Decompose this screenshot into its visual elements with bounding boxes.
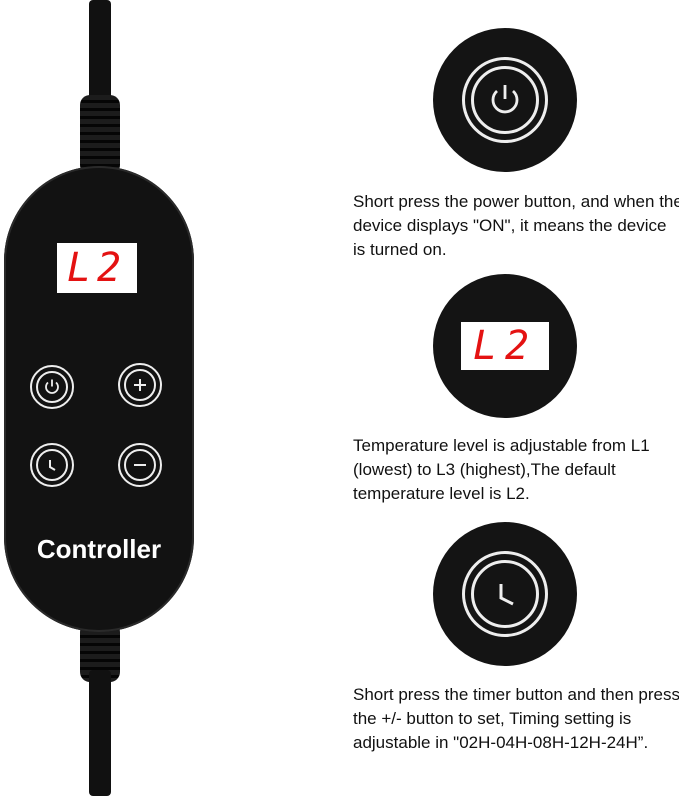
minus-icon (124, 449, 156, 481)
temperature-description: Temperature level is adjustable from L1 … (353, 436, 650, 503)
minus-button[interactable] (118, 443, 162, 487)
power-button[interactable] (30, 365, 74, 409)
power-icon (36, 371, 68, 403)
plus-button[interactable] (118, 363, 162, 407)
timer-callout (433, 522, 577, 666)
timer-button[interactable] (30, 443, 74, 487)
cable-bottom (89, 670, 111, 796)
clock-icon (471, 560, 539, 628)
cable-strain-relief-bottom (80, 622, 120, 682)
controller-label: Controller (36, 534, 162, 564)
plus-icon (124, 369, 156, 401)
level-display: L2 (461, 322, 549, 370)
display-callout: L2 (433, 274, 577, 418)
cable-strain-relief-top (80, 95, 120, 175)
clock-icon (36, 449, 68, 481)
power-description: Short press the power button, and when t… (353, 192, 679, 259)
power-icon (471, 66, 539, 134)
timer-description: Short press the timer button and then pr… (353, 685, 679, 752)
controller-display: L2 (57, 243, 137, 293)
power-callout (433, 28, 577, 172)
cable-top (89, 0, 111, 110)
